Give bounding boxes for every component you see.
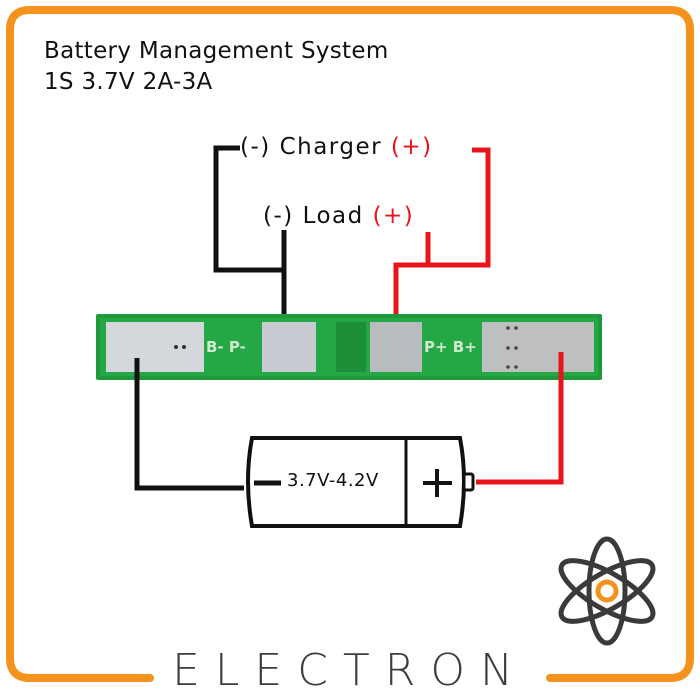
load-negative-label: (-) — [263, 203, 294, 229]
diagram-title: Battery Management System 1S 3.7V 2A-3A — [44, 36, 389, 98]
charger-negative-label: (-) — [240, 134, 271, 160]
wire-charger-negative — [213, 145, 284, 273]
title-line-1: Battery Management System — [44, 38, 389, 64]
battery-terminal — [462, 472, 475, 492]
bms-pcb — [96, 314, 602, 380]
frame-border — [6, 6, 694, 682]
pad-p-negative — [262, 322, 316, 372]
pcb-label-positive: P+ B+ — [424, 338, 477, 356]
load-positive-label: (+) — [372, 203, 415, 229]
load-text: Load — [302, 203, 364, 229]
pad-p-positive — [370, 322, 422, 372]
wire-battery-negative — [134, 358, 244, 491]
atom-icon — [558, 536, 656, 646]
charger-label: (-) Charger (+) — [240, 134, 433, 160]
title-line-2: 1S 3.7V 2A-3A — [44, 69, 213, 95]
charger-text: Charger — [279, 134, 383, 160]
pad-b-positive — [482, 322, 594, 372]
wire-charger-positive — [428, 147, 491, 268]
brand-name: ELECTRON — [172, 645, 528, 696]
wire-battery-positive — [476, 352, 564, 485]
wire-load-positive — [393, 232, 431, 342]
battery-voltage-label: 3.7V-4.2V — [287, 470, 379, 491]
battery-cell — [246, 436, 475, 528]
pcb-label-negative: B- P- — [206, 338, 246, 356]
charger-positive-label: (+) — [390, 134, 433, 160]
pad-b-negative — [106, 322, 204, 372]
load-label: (-) Load (+) — [263, 203, 414, 229]
